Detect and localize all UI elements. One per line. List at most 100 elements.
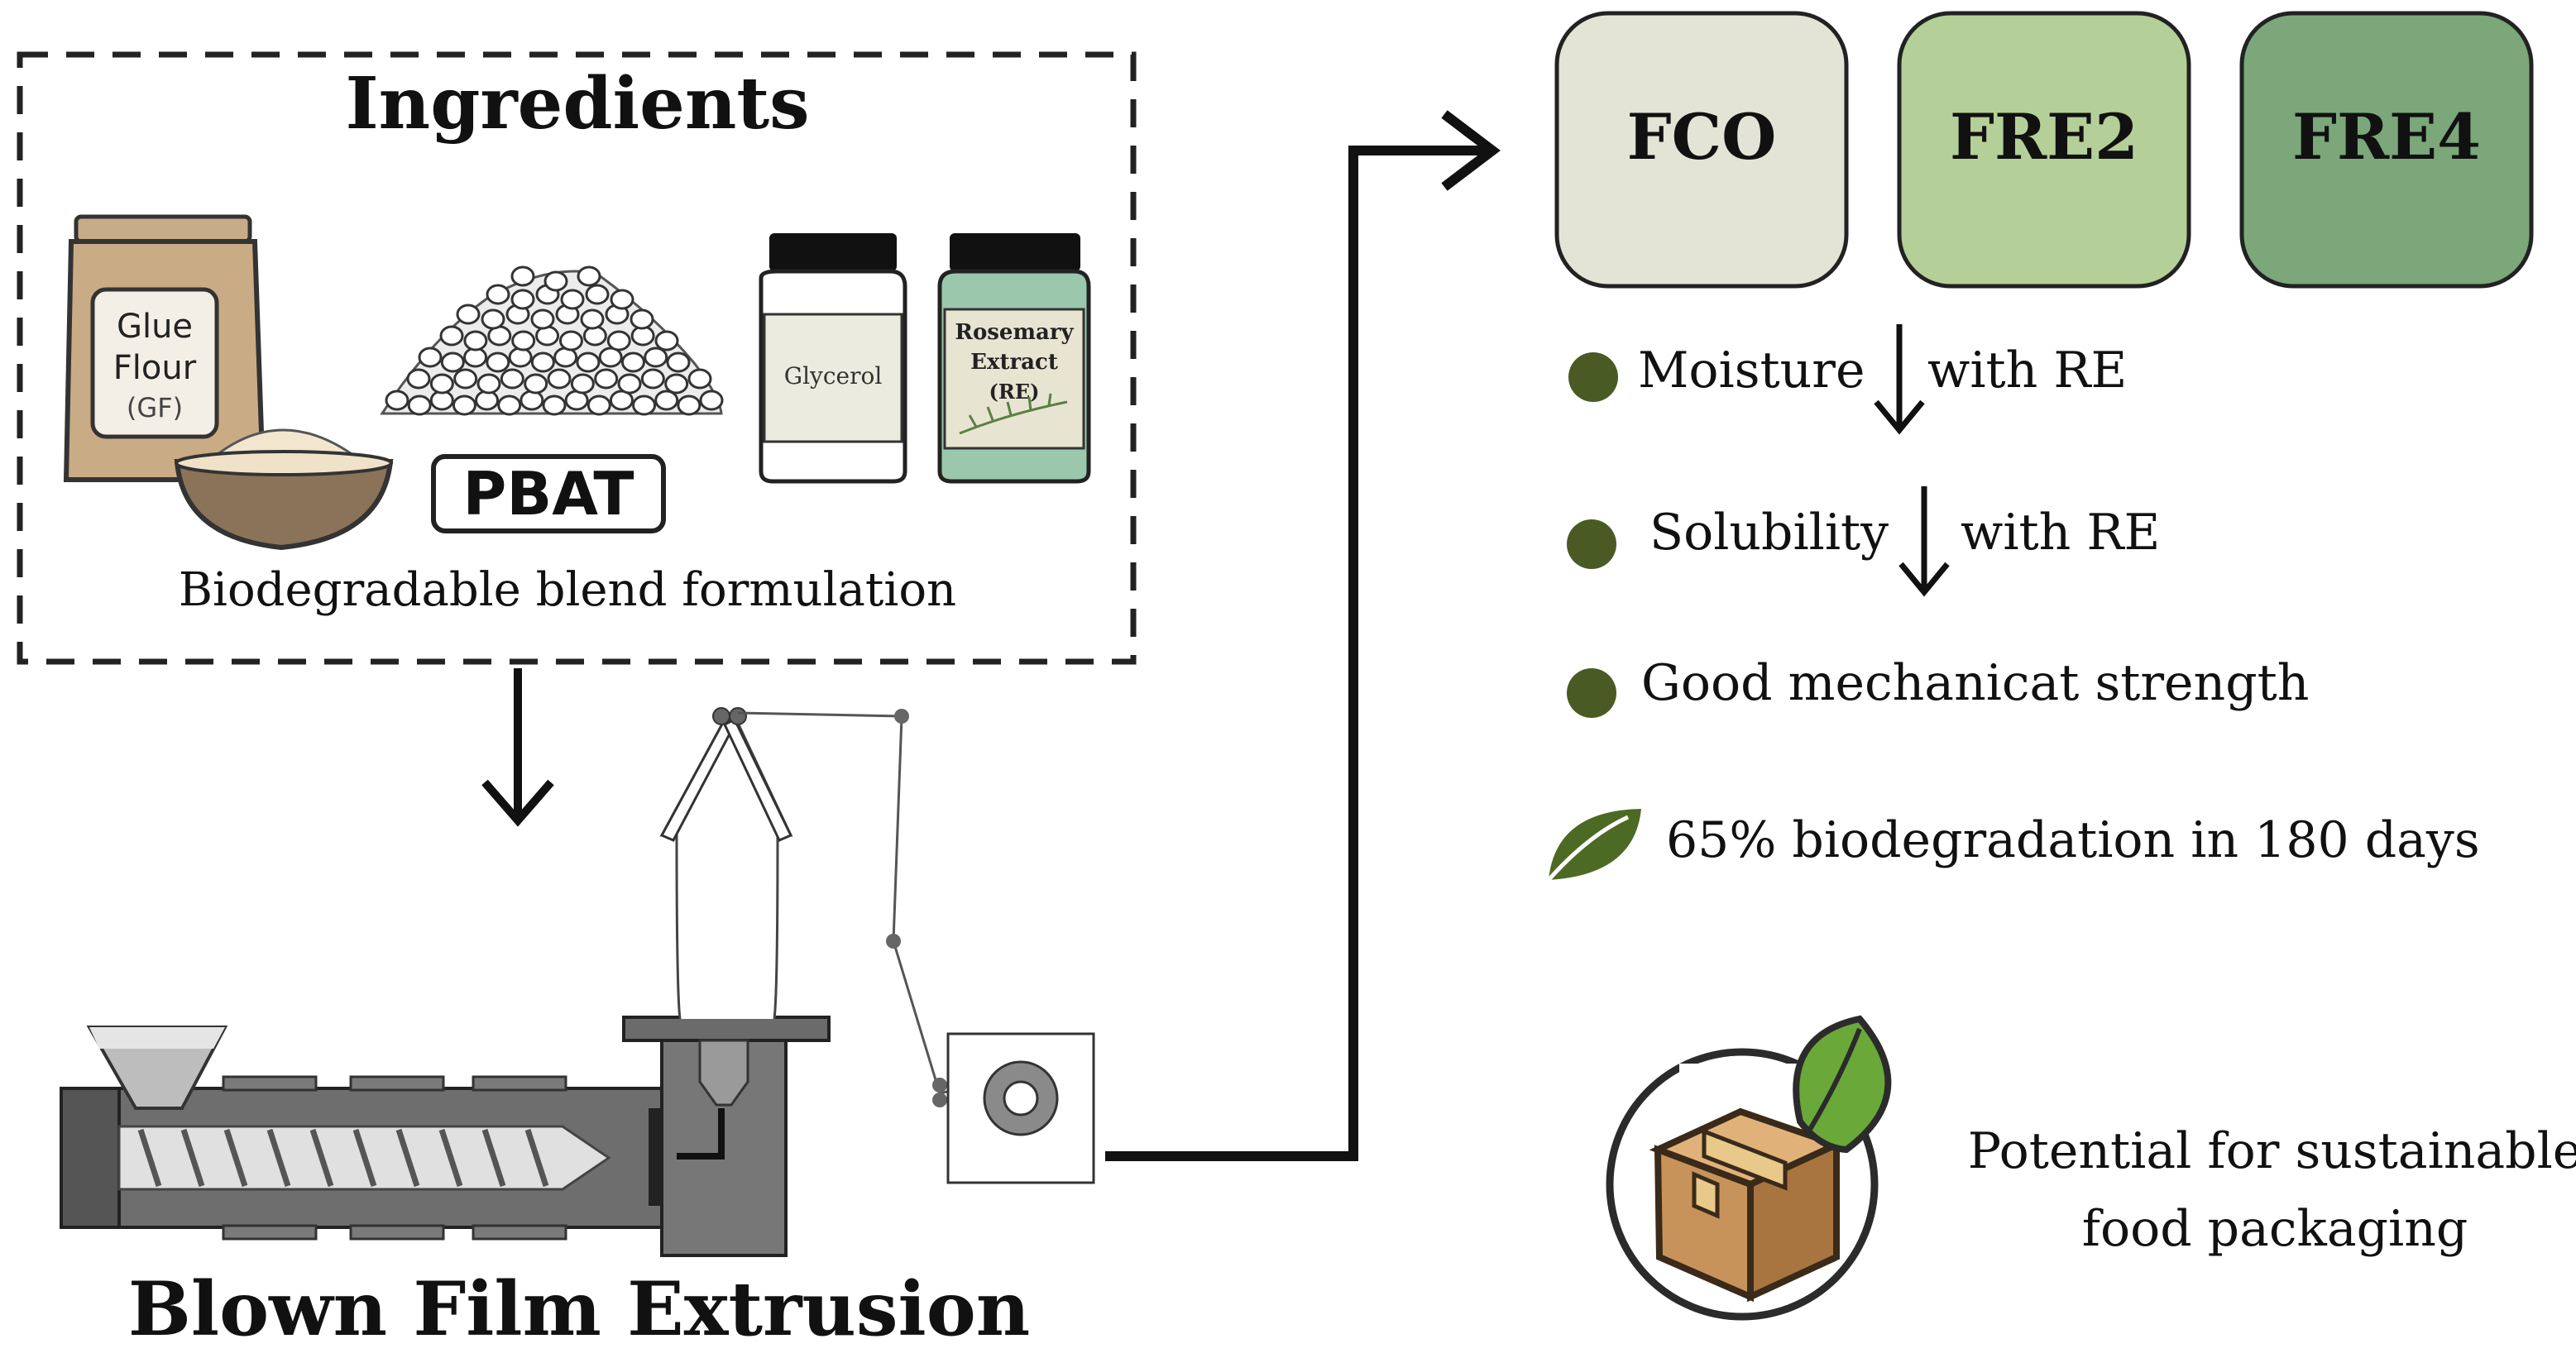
screw-flight [481,1128,506,1188]
pellet [520,390,544,411]
hopper-icon [86,1026,228,1110]
flour-bag-icon: Glue Flour (GF) [63,214,266,482]
pellet [543,270,568,292]
connector-arrow-icon [1105,110,1501,1161]
pellet [524,373,548,394]
results-list: Moisture with RE Solubility with RE Good… [1547,324,2480,882]
pellet [530,308,555,330]
pellet [535,325,560,347]
pellet [582,325,607,347]
pbat-pellets-icon: PBAT [380,265,724,533]
pellet [610,289,634,310]
pellet [654,390,679,411]
pellet [677,394,701,416]
process-title: Blown Film Extrusion [128,1265,1030,1353]
pellet [699,390,724,411]
bullet-dot-icon [1567,519,1616,569]
film-bubble [659,718,793,1020]
screw-flight [309,1128,334,1188]
pbat-tag [431,454,666,533]
result-biodegradation-text: 65% biodegradation in 180 days [1666,811,2480,869]
rosemary-label-line3: (RE) [989,380,1040,404]
pellet [429,373,454,394]
sample-label: FRE2 [1950,100,2138,174]
pellet [452,394,476,416]
ingredients-panel: Ingredients Glue Flour (GF) PBAT [17,51,1137,665]
pellet [687,368,712,390]
pellet [510,265,535,287]
sample-card-fre2: FRE2 [1897,11,2191,289]
pellet [463,330,488,351]
result-moisture-suffix: with RE [1927,342,2127,399]
packaging-icon [1606,1015,1892,1321]
pellet [585,284,610,305]
pellet [530,351,555,373]
screw-flight [352,1128,377,1188]
pellet [580,308,605,330]
flour-label-line3: (GF) [127,392,183,423]
screw-flight [524,1128,549,1188]
pellet [587,394,611,416]
pellet [630,308,654,330]
pellet [617,373,642,394]
ingredients-caption: Biodegradable blend formulation [179,563,956,617]
bullet-dot-icon [1567,668,1616,718]
pellet [439,325,464,347]
pellet [570,373,595,394]
pellet [547,368,572,390]
result-mechanical-text: Good mechanicat strength [1641,654,2309,712]
packaging-text-line2: food packaging [2082,1200,2468,1258]
leaf-icon [1547,809,1641,882]
pellet [407,394,432,416]
dashed-frame [17,51,1137,665]
screw-flight [266,1128,291,1188]
pellet [486,351,510,373]
pellet [620,351,645,373]
pellet [558,330,583,351]
pbat-label: PBAT [463,459,634,528]
ingredients-title: Ingredients [345,62,809,146]
screw-flight [180,1128,205,1188]
flour-label-line1: Glue [117,308,193,346]
pellet [560,289,585,310]
down-arrow-icon [1874,324,1925,435]
result-moisture-text: Moisture [1638,342,1865,399]
flour-label-line2: Flour [113,349,197,387]
blown-film-extruder-diagram: Blown Film Extrusion [60,707,1095,1353]
pellet [640,368,665,390]
pellet [654,330,679,351]
bullet-dot-icon [1568,352,1618,402]
pellet [606,330,631,351]
pellet [576,351,601,373]
pellet [440,351,465,373]
pellet [476,373,501,394]
pellet [418,347,443,368]
pellet [481,308,505,330]
flour-bowl-icon [174,428,394,551]
down-arrow-icon [481,668,554,827]
rosemary-bottle-icon: Rosemary Extract (RE) [937,233,1091,484]
pellet [385,390,409,411]
pellet [594,368,619,390]
sample-label: FRE4 [2292,100,2481,174]
sample-cards: FCO FRE2 FRE4 [1554,11,2534,289]
pellet [511,330,536,351]
screw-flight [395,1128,420,1188]
sample-card-fre4: FRE4 [2239,11,2534,289]
pellet [486,284,510,305]
glycerol-label: Glycerol [784,362,883,390]
pellet [497,394,522,416]
down-arrow-icon [1898,486,1950,597]
screw-flight [137,1128,162,1188]
sample-label: FCO [1627,100,1777,174]
die-head [622,1016,831,1042]
rosemary-sprig-icon [959,400,1068,435]
rosemary-label-line1: Rosemary [955,320,1074,345]
pellet [577,265,601,287]
screw-flight [223,1128,248,1188]
pellet [664,373,689,394]
pellet [510,289,535,310]
pellet [644,347,668,368]
sample-card-fco: FCO [1554,11,1849,289]
